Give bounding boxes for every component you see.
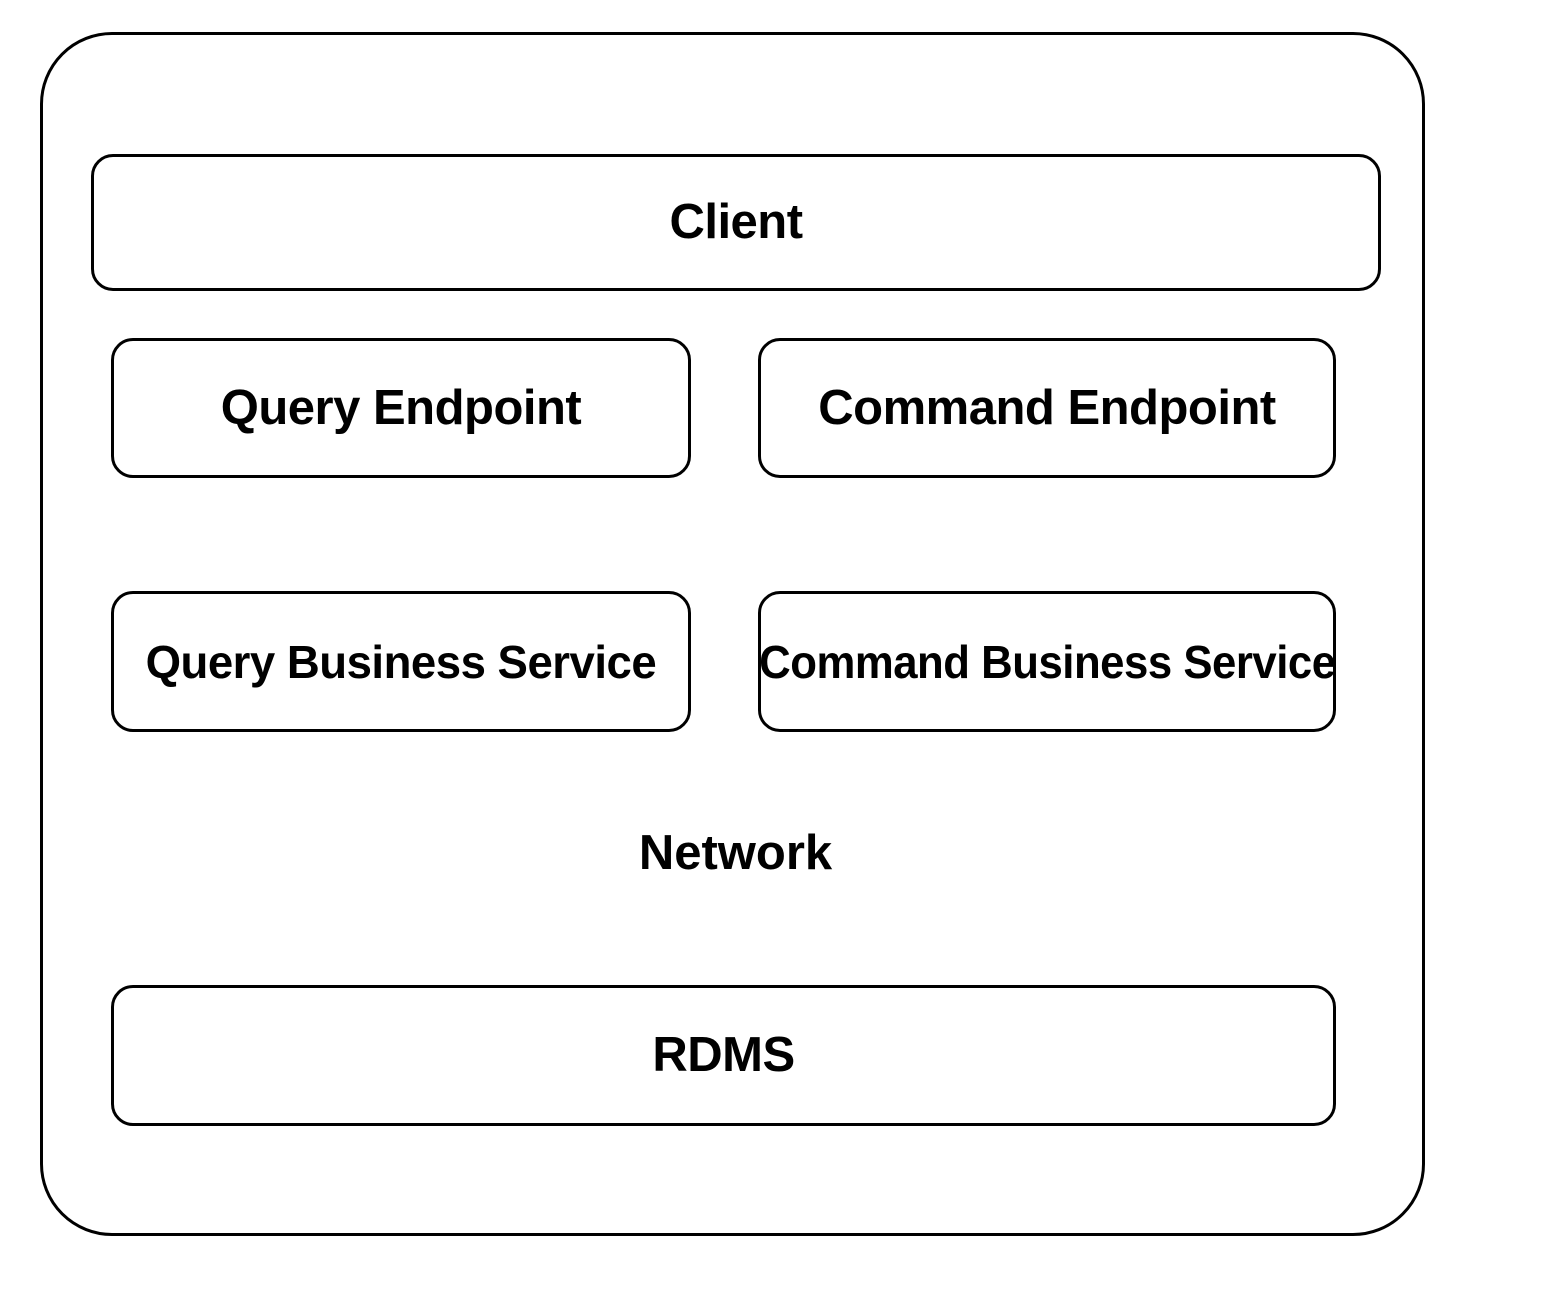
node-network-label: Network — [638, 826, 833, 880]
node-command-endpoint[interactable]: Command Endpoint — [758, 338, 1336, 478]
node-client-label: Client — [669, 195, 803, 249]
node-client[interactable]: Client — [91, 154, 1381, 291]
node-command-business-service-label: Command Business Service — [758, 635, 1336, 688]
node-query-business-service[interactable]: Query Business Service — [111, 591, 691, 732]
node-command-endpoint-label: Command Endpoint — [818, 380, 1276, 435]
node-query-endpoint[interactable]: Query Endpoint — [111, 338, 691, 478]
node-query-business-service-label: Query Business Service — [145, 635, 657, 688]
node-rdms[interactable]: RDMS — [111, 985, 1336, 1126]
node-rdms-label: RDMS — [652, 1028, 795, 1082]
system-boundary-container: Client Query Endpoint Command Endpoint Q… — [40, 32, 1425, 1236]
node-command-business-service[interactable]: Command Business Service — [758, 591, 1336, 732]
node-query-endpoint-label: Query Endpoint — [220, 380, 582, 435]
